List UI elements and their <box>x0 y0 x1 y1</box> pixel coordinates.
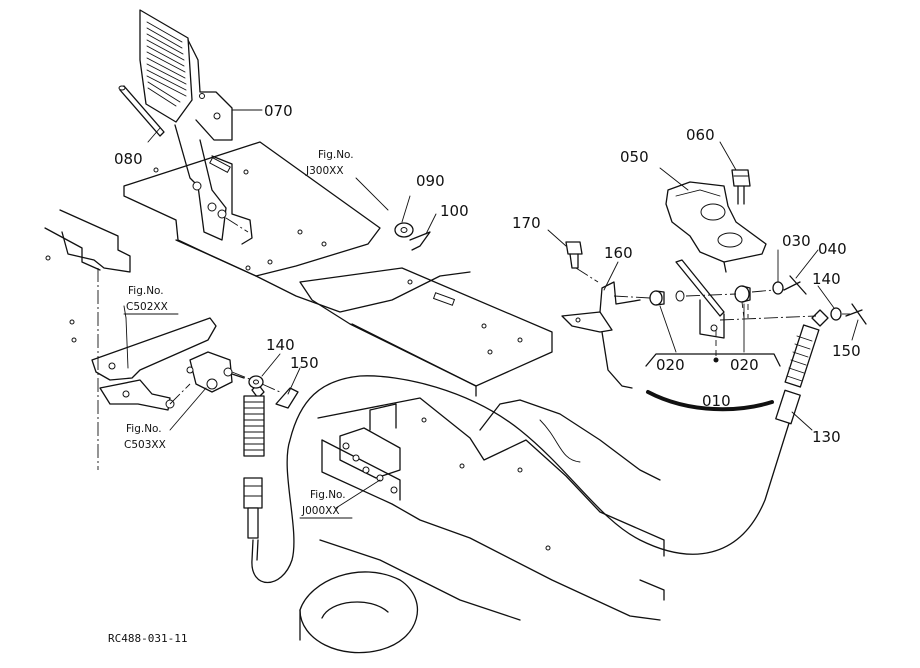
fig-ref-c503-label: Fig.No. <box>126 423 162 435</box>
fig-ref-j000-label: Fig.No. <box>310 489 346 501</box>
label-140-left: 140 <box>266 336 295 354</box>
label-020-left: 020 <box>656 356 685 374</box>
pedal-shaft[interactable] <box>118 85 165 137</box>
label-160: 160 <box>604 244 633 262</box>
fig-ref-c502-code: C502XX <box>126 301 168 313</box>
fig-ref-j000-code: J000XX <box>301 505 340 517</box>
group-arc-010 <box>646 390 774 412</box>
group-bracket-020 <box>645 353 781 367</box>
main-frame <box>299 397 665 654</box>
fig-ref-c502-label: Fig.No. <box>128 285 164 297</box>
washer-090[interactable] <box>394 222 414 238</box>
clip-150-left[interactable] <box>275 387 299 409</box>
label-100: 100 <box>440 202 469 220</box>
label-040: 040 <box>818 240 847 258</box>
clip-040[interactable] <box>783 275 807 295</box>
floor-plate <box>123 141 471 313</box>
bracket-050[interactable] <box>665 181 767 273</box>
lever-joint[interactable] <box>186 351 245 393</box>
drawing-code: RC488-031-11 <box>108 632 187 645</box>
label-090: 090 <box>416 172 445 190</box>
bolt-060[interactable] <box>731 169 751 205</box>
throttle-cable[interactable] <box>243 309 829 584</box>
pedal-arm[interactable] <box>174 124 227 241</box>
leader-lines <box>123 109 859 509</box>
clip-100[interactable] <box>409 231 431 251</box>
fig-ref-j300-label: Fig.No. <box>318 149 354 161</box>
stay-160[interactable] <box>561 281 641 389</box>
label-010: 010 <box>702 392 731 410</box>
clip-150-right[interactable] <box>845 303 867 325</box>
accelerator-pedal[interactable] <box>139 9 233 141</box>
fig-ref-c503-code: C503XX <box>124 439 166 451</box>
label-070: 070 <box>264 102 293 120</box>
lever-arm[interactable] <box>675 259 725 339</box>
bushing-020-left[interactable] <box>649 290 685 306</box>
label-170: 170 <box>512 214 541 232</box>
cover-plate <box>299 267 553 397</box>
throttle-lever[interactable] <box>91 317 217 411</box>
assembly-lines <box>169 217 850 405</box>
label-020-right: 020 <box>730 356 759 374</box>
label-150-right: 150 <box>832 342 861 360</box>
washer-030[interactable] <box>772 281 784 295</box>
label-050: 050 <box>620 148 649 166</box>
label-060: 060 <box>686 126 715 144</box>
bushing-020-right[interactable] <box>734 285 751 303</box>
left-frame <box>44 209 131 470</box>
label-130: 130 <box>812 428 841 446</box>
bolt-170[interactable] <box>565 241 583 269</box>
label-080: 080 <box>114 150 143 168</box>
washer-140-left[interactable] <box>248 375 264 389</box>
fig-ref-j300-code: J300XX <box>305 165 344 177</box>
washer-140-right[interactable] <box>830 307 842 321</box>
label-140-right: 140 <box>812 270 841 288</box>
label-150-left: 150 <box>290 354 319 372</box>
label-030: 030 <box>782 232 811 250</box>
